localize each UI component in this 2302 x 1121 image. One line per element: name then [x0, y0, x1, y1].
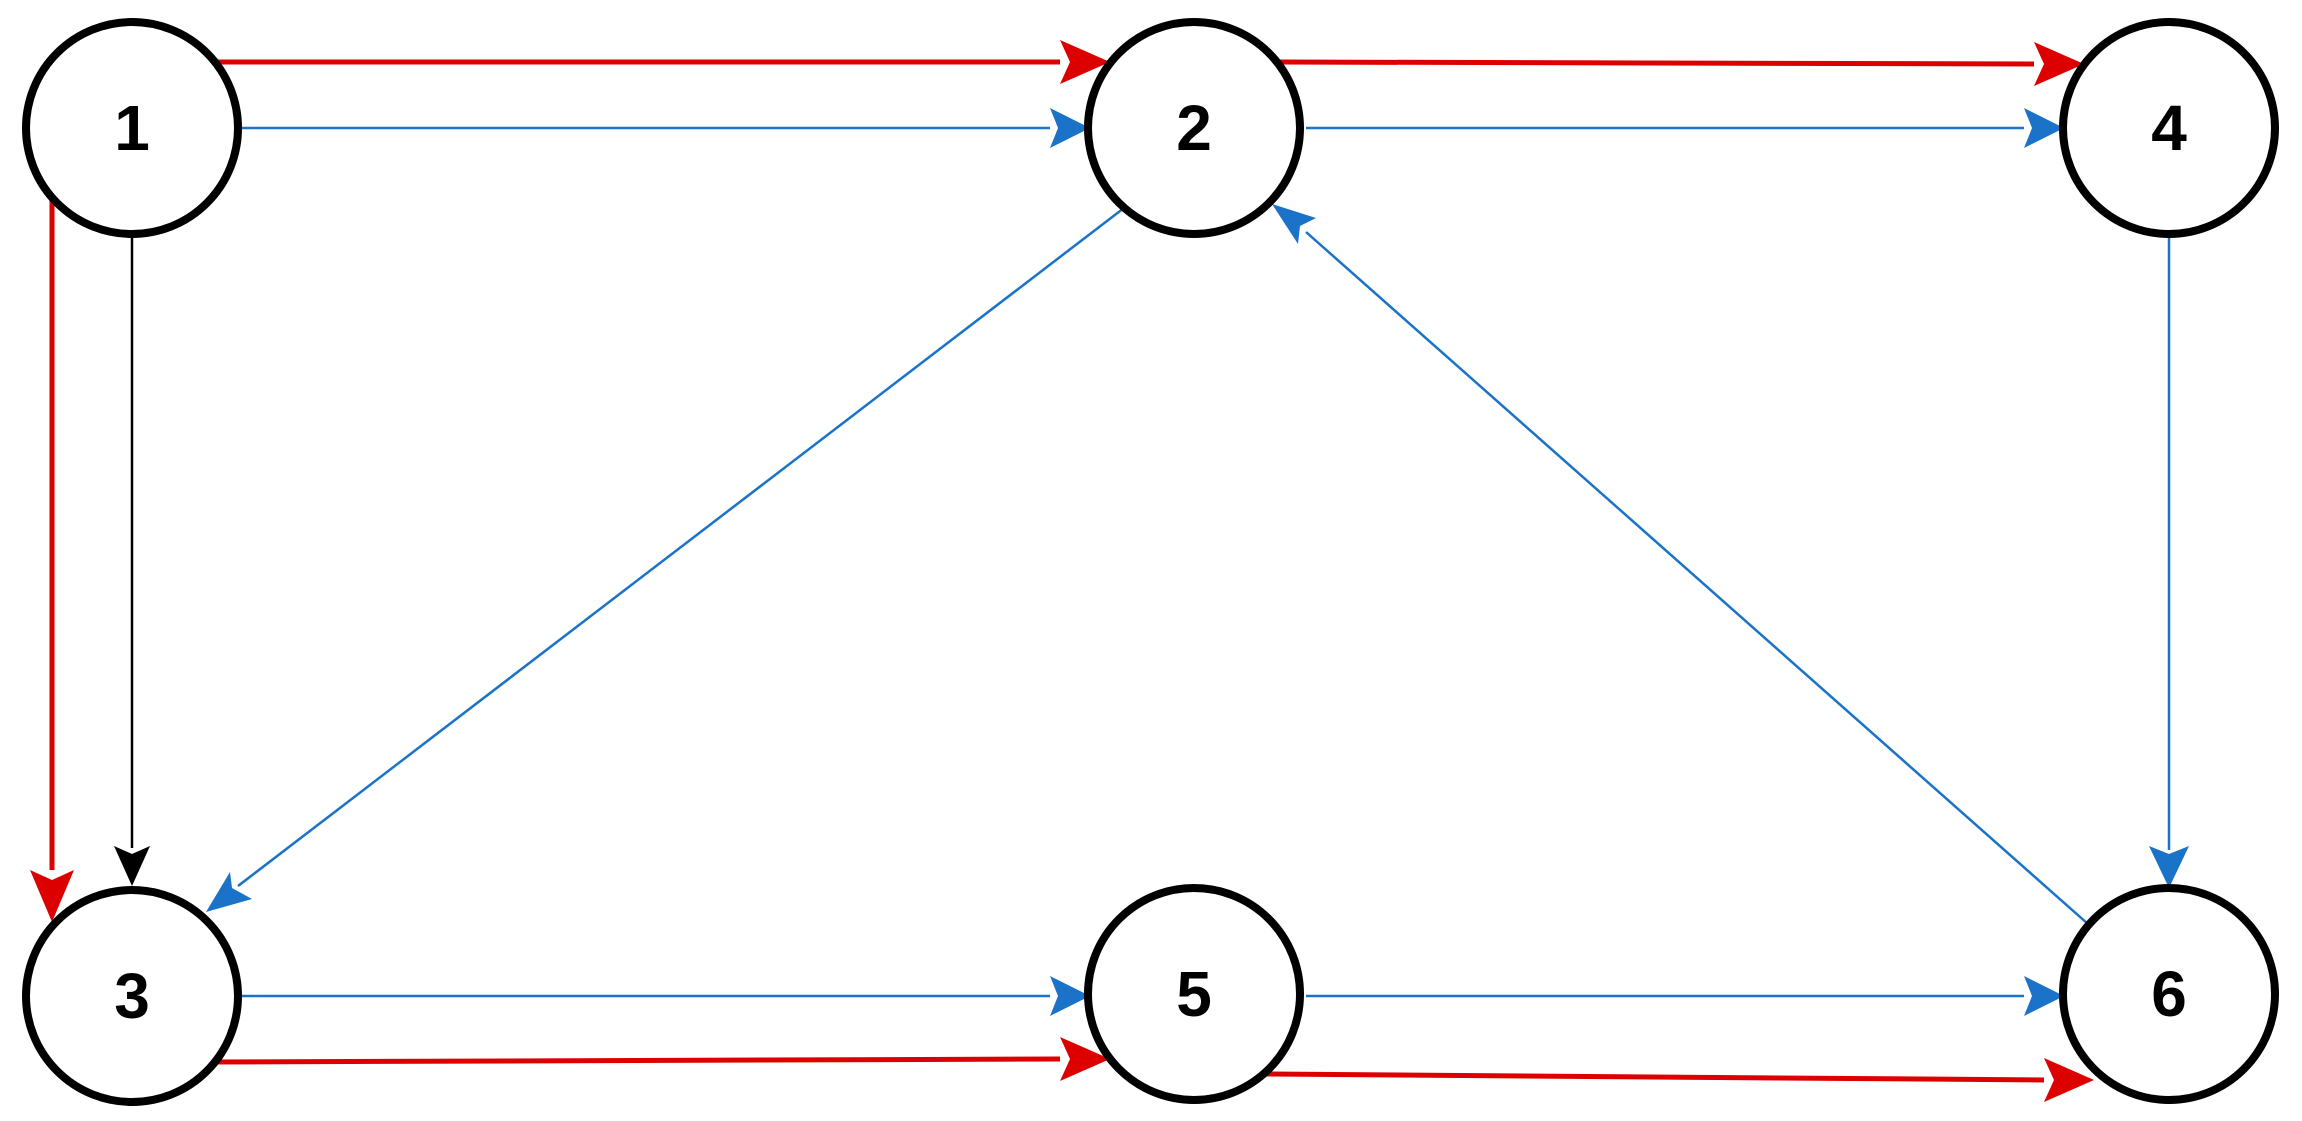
node-4-label: 4 [2151, 92, 2187, 164]
edge-1-3-red-arrowhead [30, 870, 74, 922]
node-2-label: 2 [1176, 92, 1212, 164]
edge-1-3-black [114, 236, 150, 886]
edge-2-4-blue [1306, 108, 2064, 148]
edge-5-6-blue [1306, 976, 2064, 1016]
edge-2-4-red-line [1279, 59, 2035, 67]
node-5-circle [1084, 884, 1304, 1104]
node-1[interactable]: 1 [22, 18, 242, 238]
edge-1-2-blue-arrowhead [1050, 108, 1090, 148]
nodes-layer: 1 2 3 4 5 6 [22, 18, 2279, 1106]
edge-5-6-red-line [1265, 1071, 2045, 1083]
edge-4-6-blue-arrowhead [2149, 846, 2189, 888]
edges-layer [30, 40, 2189, 1102]
node-4-circle [2059, 18, 2279, 238]
edge-6-2-blue [1272, 204, 2089, 925]
edge-5-6-red-arrowhead [2044, 1058, 2094, 1102]
node-3-label: 3 [114, 960, 150, 1032]
edge-2-3-blue-arrowhead [206, 872, 252, 912]
edge-1-3-red [30, 196, 74, 922]
edge-4-6-blue [2149, 234, 2189, 888]
node-2[interactable]: 2 [1084, 18, 1304, 238]
edge-1-2-red [212, 40, 1110, 84]
edge-5-6-blue-arrowhead [2024, 976, 2064, 1016]
node-1-circle [22, 18, 242, 238]
node-2-circle [1084, 18, 1304, 238]
node-1-label: 1 [114, 92, 150, 164]
node-6-label: 6 [2151, 958, 2187, 1030]
edge-2-3-blue [206, 207, 1125, 912]
edge-2-4-red-arrowhead [2034, 42, 2084, 86]
node-6-circle [2059, 884, 2279, 1104]
edge-2-4-blue-arrowhead [2024, 108, 2064, 148]
edge-2-4-red [1279, 42, 2084, 86]
edge-3-5-blue [238, 976, 1090, 1016]
node-6[interactable]: 6 [2059, 884, 2279, 1104]
node-4[interactable]: 4 [2059, 18, 2279, 238]
edge-3-5-red-line [211, 1056, 1061, 1065]
edge-1-3-black-arrowhead [114, 846, 150, 886]
edge-3-5-red-arrowhead [1060, 1037, 1110, 1081]
node-3[interactable]: 3 [22, 886, 242, 1106]
edge-6-2-blue-line [1305, 231, 2089, 925]
edge-3-5-blue-arrowhead [1050, 976, 1090, 1016]
node-5[interactable]: 5 [1084, 884, 1304, 1104]
edge-6-2-blue-arrowhead [1272, 204, 1316, 244]
node-3-circle [22, 886, 242, 1106]
edge-1-2-blue [240, 108, 1090, 148]
edge-3-5-red [211, 1037, 1110, 1081]
edge-5-6-red [1265, 1058, 2094, 1102]
edge-2-3-blue-line [237, 207, 1125, 887]
node-5-label: 5 [1176, 958, 1212, 1030]
edge-1-2-red-arrowhead [1060, 40, 1110, 84]
